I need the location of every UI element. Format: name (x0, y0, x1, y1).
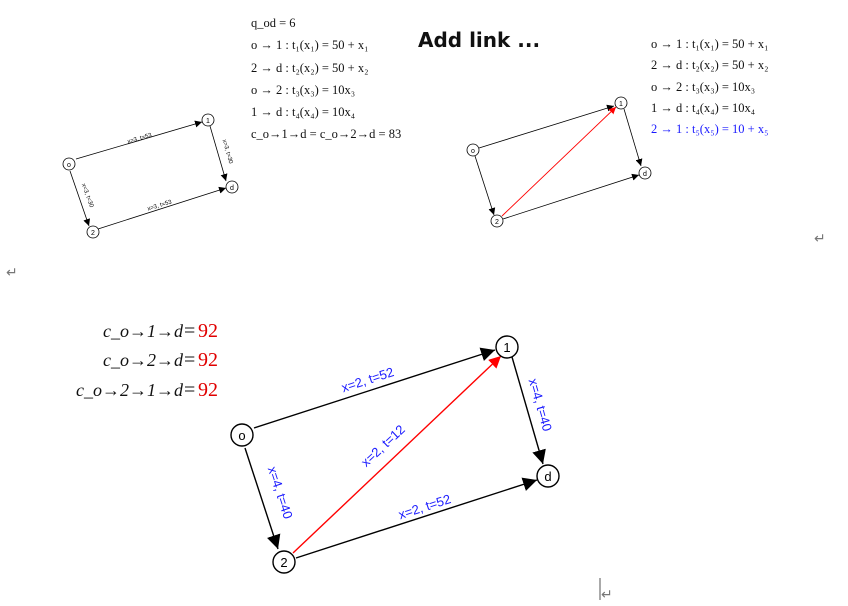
paragraph-mark: ↵ (601, 586, 613, 602)
cost-eq: = (184, 349, 195, 371)
new-network: o 1 2 d (466, 96, 652, 228)
edge-2-d (502, 173, 640, 220)
cost-value: 92 (198, 349, 218, 371)
paragraph-mark: ↵ (6, 264, 18, 280)
edge-2-d (295, 477, 538, 559)
node-d: d (638, 166, 652, 180)
svg-text:d: d (544, 469, 551, 484)
equation-link-2d: 2 → d : t₂(x₂) = 50 + x₂ (651, 58, 768, 72)
equation-link-2d: 2 → d : t₂(x₂) = 50 + x₂ (251, 61, 368, 75)
edge-1-d (623, 108, 643, 167)
node-1: 1 (495, 335, 519, 359)
edge-label-o1: x=3, t=53 (127, 133, 153, 146)
paragraph-mark: ↵ (814, 230, 826, 246)
result-network: x=2, t=52 x=2, t=12 x=4, t=40 x=4, t=40 … (230, 335, 560, 574)
edge-label-2d: x=2, t=52 (397, 491, 453, 522)
edge-o-2 (244, 447, 281, 550)
svg-text:o: o (471, 148, 475, 155)
svg-text:2: 2 (280, 555, 287, 570)
node-2: 2 (272, 550, 296, 574)
svg-text:o: o (238, 428, 245, 443)
edge-label-21: x=2, t=12 (358, 422, 408, 470)
edge-1-d (209, 125, 228, 182)
svg-text:1: 1 (503, 340, 510, 355)
cost-eq: = (184, 320, 195, 342)
equation-path-costs: c_o→1→d = c_o→2→d = 83 (251, 127, 401, 141)
node-d: d (536, 464, 560, 488)
edge-1-d (511, 356, 546, 465)
node-1: 1 (614, 96, 628, 110)
cost-eq: = (184, 379, 195, 401)
equation-link-o1: o → 1 : t₁(x₁) = 50 + x₁ (651, 37, 768, 51)
cost-path-o1d: c_o→1→d (103, 321, 184, 341)
path-costs: c_o→1→d = 92 c_o→2→d = 92 c_o→2→1→d = 92 (76, 320, 218, 401)
edge-label-o2: x=4, t=40 (265, 465, 296, 521)
node-o: o (466, 143, 480, 157)
node-d: d (225, 180, 239, 194)
new-network-equations: o → 1 : t₁(x₁) = 50 + x₁ 2 → d : t₂(x₂) … (651, 37, 768, 136)
node-1: 1 (201, 113, 215, 127)
edge-label-1d: x=4, t=40 (526, 377, 555, 433)
edge-o-2 (474, 155, 496, 216)
cost-value: 92 (198, 379, 218, 401)
edge-o-1 (75, 120, 203, 160)
svg-text:d: d (230, 185, 234, 192)
cost-value: 92 (198, 320, 218, 342)
original-equations: q_od = 6 o → 1 : t₁(x₁) = 50 + x₁ 2 → d … (251, 16, 401, 141)
node-o: o (62, 157, 76, 171)
edge-o-1 (478, 104, 615, 149)
svg-text:1: 1 (619, 101, 623, 108)
cost-path-o21d: c_o→2→1→d (76, 380, 184, 400)
edge-label-2d: x=3, t=53 (147, 199, 173, 212)
equation-link-o1: o → 1 : t₁(x₁) = 50 + x₁ (251, 38, 368, 52)
svg-text:2: 2 (91, 230, 95, 237)
edge-label-1d: x=3, t=30 (221, 139, 234, 165)
original-network: x=3, t=53 x=3, t=30 x=3, t=30 x=3, t=53 … (62, 113, 239, 239)
equation-link-o2: o → 2 : t₃(x₃) = 10x₃ (651, 80, 755, 94)
svg-text:o: o (67, 162, 71, 169)
svg-text:d: d (643, 171, 647, 178)
added-edge-2-1 (292, 355, 502, 554)
equation-link-o2: o → 2 : t₃(x₃) = 10x₃ (251, 83, 355, 97)
equation-link-1d: 1 → d : t₄(x₄) = 10x₄ (251, 105, 355, 119)
equation-added-link-21: 2 → 1 : t₅(x₅) = 10 + x₅ (651, 122, 768, 136)
edge-2-d (97, 186, 227, 230)
edge-o-1 (253, 347, 496, 429)
node-2: 2 (86, 225, 100, 239)
svg-text:1: 1 (206, 118, 210, 125)
edge-o-2 (69, 170, 91, 227)
equation-demand: q_od = 6 (251, 16, 296, 30)
equation-link-1d: 1 → d : t₄(x₄) = 10x₄ (651, 101, 755, 115)
slide-title: Add link ... (418, 28, 540, 52)
node-2: 2 (490, 214, 504, 228)
added-edge-2-1 (501, 106, 617, 217)
node-o: o (230, 423, 254, 447)
svg-text:2: 2 (495, 219, 499, 226)
cost-path-o2d: c_o→2→d (103, 350, 184, 370)
